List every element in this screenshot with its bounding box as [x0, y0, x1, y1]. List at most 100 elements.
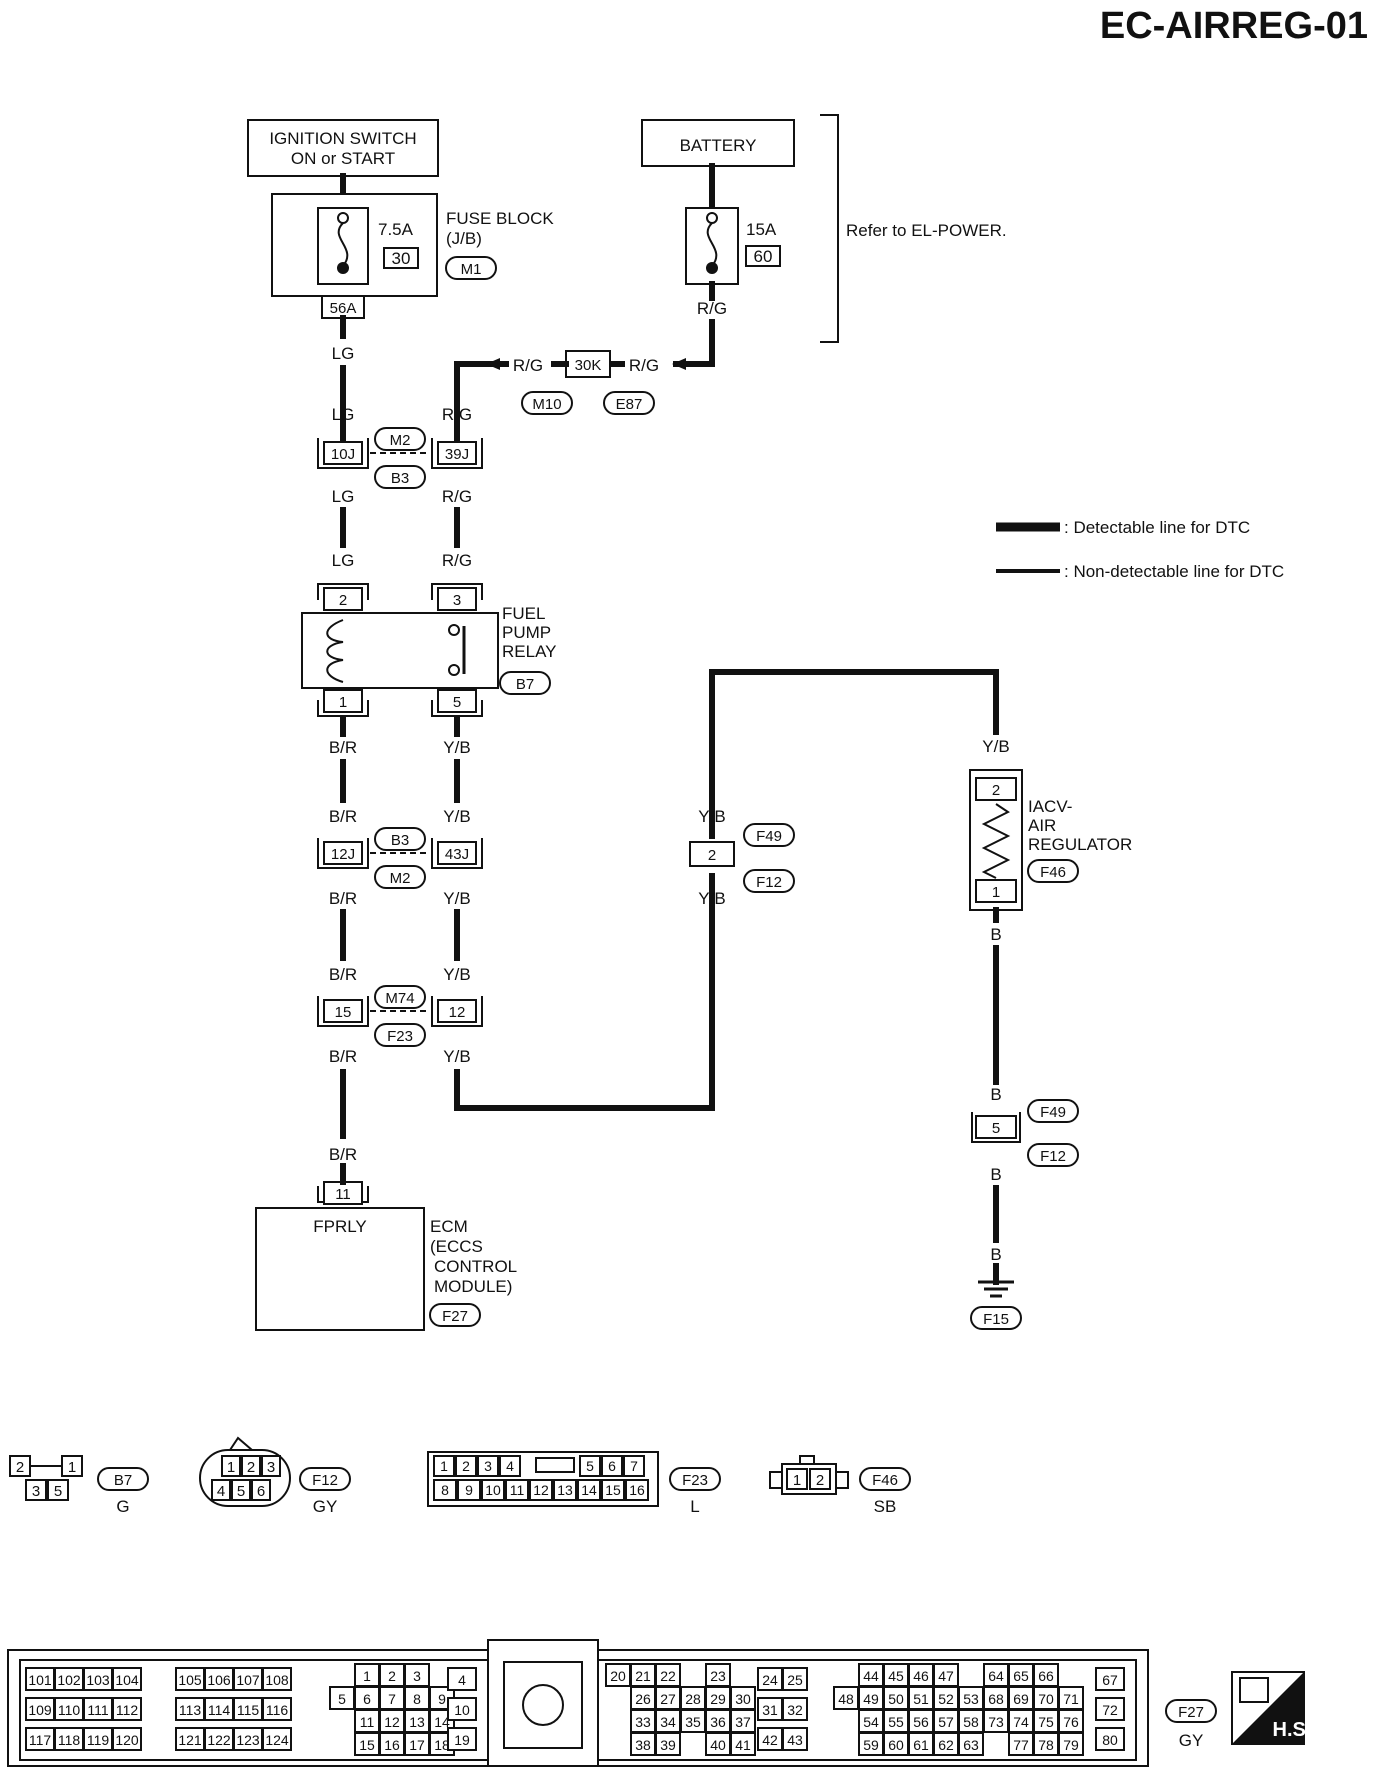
joint-43j: 43J: [445, 846, 469, 863]
relay-label-3: RELAY: [502, 642, 557, 661]
f12-face-color: GY: [313, 1497, 338, 1516]
ground-conn-pin: 5: [992, 1120, 1000, 1137]
joint3-bottom-conn: F23: [387, 1028, 413, 1045]
fuse-terminal-56a: 56A: [330, 300, 357, 317]
battery-fuse-amp: 15A: [746, 220, 777, 239]
f23-pin: 9: [465, 1482, 473, 1498]
ecm-pin: 59: [863, 1737, 879, 1753]
b7-pin-2: 2: [16, 1459, 24, 1476]
ecm-pin: 57: [938, 1714, 954, 1730]
ecm-pin: 51: [913, 1691, 929, 1707]
ecm-pin: 48: [838, 1691, 854, 1707]
ecm-pin: 35: [685, 1714, 701, 1730]
hs-badge-label: H.S.: [1273, 1719, 1312, 1741]
wire-label-br-2: B/R: [329, 807, 357, 826]
wire-label-yb-4: Y/B: [443, 965, 470, 984]
f23-pin: 15: [605, 1482, 621, 1498]
ecm-pin: 18: [434, 1737, 450, 1753]
ecm-pin: 106: [207, 1672, 231, 1688]
ecm-face-name: F27: [1178, 1704, 1204, 1721]
f23-pin: 14: [581, 1482, 597, 1498]
relay-pin-1: 1: [339, 694, 347, 711]
conn-m74-pin-15: 15: [335, 1004, 352, 1021]
wire-yb-main: [454, 873, 715, 1111]
ecm-pin: 103: [86, 1672, 110, 1688]
diagram-title: EC-AIRREG-01: [1100, 5, 1368, 47]
ecm-pin: 15: [359, 1737, 375, 1753]
wire-label-br-1: B/R: [329, 738, 357, 757]
f12-pin-4: 4: [217, 1483, 225, 1500]
conn-e87-label: E87: [616, 396, 643, 413]
ecm-pin: 80: [1102, 1732, 1118, 1748]
ignition-switch-state: ON or START: [291, 149, 395, 168]
ecm-pin: 46: [913, 1668, 929, 1684]
fuse-block-jb: (J/B): [446, 229, 482, 248]
ecm-pin: 123: [236, 1732, 260, 1748]
conn-m74-pin-12: 12: [449, 1004, 466, 1021]
f23-pin: 5: [586, 1458, 594, 1474]
ecm-pin: 122: [207, 1732, 231, 1748]
ecm-pin: 4: [458, 1672, 466, 1688]
ecm-pin: 104: [115, 1672, 139, 1688]
relay-label-2: PUMP: [502, 623, 551, 642]
ecm-pin: 25: [787, 1672, 803, 1688]
ecm-pin: 47: [938, 1668, 954, 1684]
fuse-block-label: FUSE BLOCK: [446, 209, 554, 228]
ecm-pin: 60: [888, 1737, 904, 1753]
ecm-label-2: (ECCS: [430, 1237, 483, 1256]
f46-pin-2: 2: [816, 1472, 824, 1489]
f23-face-color: L: [690, 1497, 699, 1516]
ecm-pin: 20: [610, 1668, 626, 1684]
ecm-pin: 17: [409, 1737, 425, 1753]
ecm-pin: 114: [208, 1702, 231, 1718]
f23-pin: 8: [441, 1482, 449, 1498]
conn-f46-iacv: F46: [1040, 864, 1066, 881]
legend-detectable: : Detectable line for DTC: [1064, 518, 1250, 537]
wire-label-br-6: B/R: [329, 1145, 357, 1164]
wire-label-yb-2: Y/B: [443, 807, 470, 826]
f46-pin-1: 1: [793, 1472, 801, 1489]
ecm-pin: 5: [338, 1691, 346, 1707]
ecm-pin-11: 11: [335, 1186, 351, 1203]
ecm-pin: 30: [735, 1691, 751, 1707]
legend-nondetectable: : Non-detectable line for DTC: [1064, 562, 1284, 581]
wire-label-yb-3: Y/B: [443, 889, 470, 908]
ecm-pin: 23: [710, 1668, 726, 1684]
conn-m1-label: M1: [461, 261, 482, 278]
wire-label-br-4: B/R: [329, 965, 357, 984]
relay-pin-3: 3: [453, 592, 461, 609]
iacv-label-1: IACV-: [1028, 797, 1072, 816]
ecm-pin: 29: [710, 1691, 726, 1707]
ecm-pin: 121: [178, 1732, 202, 1748]
connector-f12-face: 1 2 3 4 5 6 F12 GY: [199, 1436, 351, 1516]
relay-label-1: FUEL: [502, 604, 545, 623]
ecm-pin: 36: [710, 1714, 726, 1730]
ground-conn-f12: F12: [1040, 1148, 1066, 1165]
wire-label-lg-4: LG: [332, 551, 355, 570]
b7-pin-1: 1: [68, 1459, 76, 1476]
conn-m10-label: M10: [532, 396, 561, 413]
ecm-pin: 113: [179, 1702, 202, 1718]
ecm-pin: 9: [438, 1691, 446, 1707]
ecm-pin: 119: [87, 1732, 110, 1748]
joint1-top-conn: M2: [390, 432, 411, 449]
ecm-pin: 56: [913, 1714, 929, 1730]
ecm-pin: 69: [1013, 1691, 1029, 1707]
connector-b7-face: 2 1 3 5 B7 G: [9, 1455, 149, 1516]
f23-face-name: F23: [682, 1472, 708, 1489]
iacv-pin-1: 1: [992, 884, 1000, 901]
b7-face-name: B7: [114, 1472, 132, 1489]
ecm-pin: 64: [988, 1668, 1004, 1684]
ecm-pin: 117: [29, 1732, 52, 1748]
ecm-pin: 78: [1038, 1737, 1054, 1753]
joint2-top-conn: B3: [391, 832, 409, 849]
ecm-pin: 53: [963, 1691, 979, 1707]
wire-yb-to-iacv: [709, 669, 999, 839]
f12-pin-6: 6: [257, 1483, 265, 1500]
ecm-pin: 102: [57, 1672, 81, 1688]
iacv-pin-2: 2: [992, 782, 1000, 799]
f23-pin: 12: [533, 1482, 549, 1498]
wire-label-b-1: B: [990, 925, 1001, 944]
